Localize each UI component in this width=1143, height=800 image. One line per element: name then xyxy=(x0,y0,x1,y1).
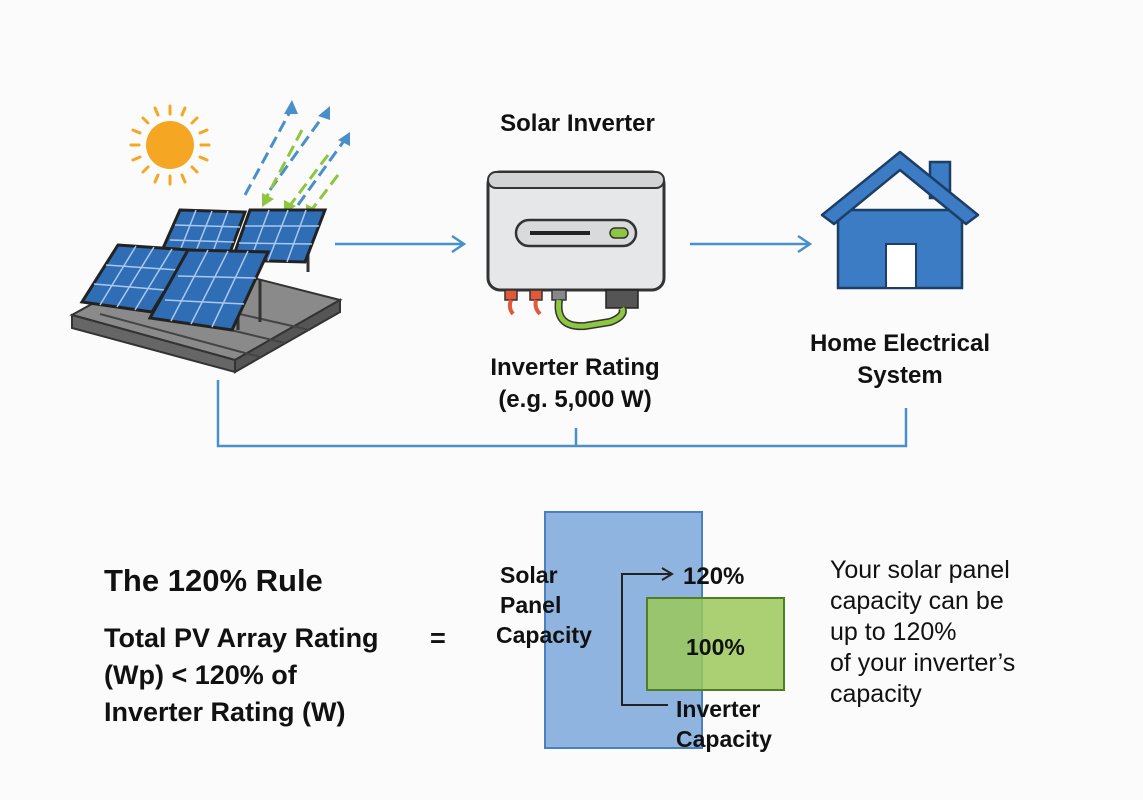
sunlight-arrows-icon xyxy=(243,107,348,213)
home-label-line2: System xyxy=(857,362,943,389)
rule-title: The 120% Rule xyxy=(104,563,323,598)
inverter-rating-label: Inverter Rating (e.g. 5,000 W) xyxy=(455,352,695,416)
home-label-line1: Home Electrical xyxy=(809,330,991,357)
inverter-rating-line2: (e.g. 5,000 W) xyxy=(498,386,652,413)
rule-description: Your solar panel capacity can be up to 1… xyxy=(830,555,1015,710)
formula-line3: Inverter Rating (W) xyxy=(104,697,346,727)
inverter-label-line2: Capacity xyxy=(676,726,772,752)
desc-line5: capacity xyxy=(830,680,922,708)
inverter-capacity-box xyxy=(646,597,785,691)
inverter-rating-line1: Inverter Rating xyxy=(490,354,660,381)
solar-panels-icon xyxy=(69,208,343,374)
solar-label-line2: Panel xyxy=(500,592,562,618)
formula-line2: (Wp) < 120% of xyxy=(104,660,297,690)
formula-line1: Total PV Array Rating xyxy=(104,623,379,653)
inverter-capacity-label: Inverter Capacity xyxy=(676,694,772,754)
inverter-label-line1: Inverter xyxy=(676,696,761,722)
flow-arrow-to-inverter xyxy=(335,234,467,254)
equals-sign: = xyxy=(430,623,446,653)
comparison-bracket-arrow xyxy=(621,567,674,706)
inverter-icon xyxy=(486,170,666,331)
arrowheads-icon xyxy=(262,100,350,218)
inverter-title: Solar Inverter xyxy=(500,110,655,137)
desc-line1: Your solar panel xyxy=(830,556,1010,584)
desc-line4: of your inverter’s xyxy=(830,649,1016,677)
connector-bracket xyxy=(216,380,908,448)
sun-icon xyxy=(129,104,211,186)
solar-label-line3: Capacity xyxy=(496,622,592,648)
solar-capacity-label: Solar Panel Capacity xyxy=(496,560,606,650)
desc-line3: up to 120% xyxy=(830,618,957,646)
rule-formula: Total PV Array Rating (Wp) < 120% of Inv… xyxy=(104,620,379,731)
desc-line2: capacity can be xyxy=(830,587,1004,615)
flow-arrow-to-home xyxy=(690,234,813,254)
solar-label-line1: Solar xyxy=(500,562,558,588)
home-system-label: Home Electrical System xyxy=(790,328,1010,392)
pct-120-label: 120% xyxy=(683,563,745,590)
house-icon xyxy=(820,150,980,290)
pct-100-label: 100% xyxy=(686,634,745,660)
